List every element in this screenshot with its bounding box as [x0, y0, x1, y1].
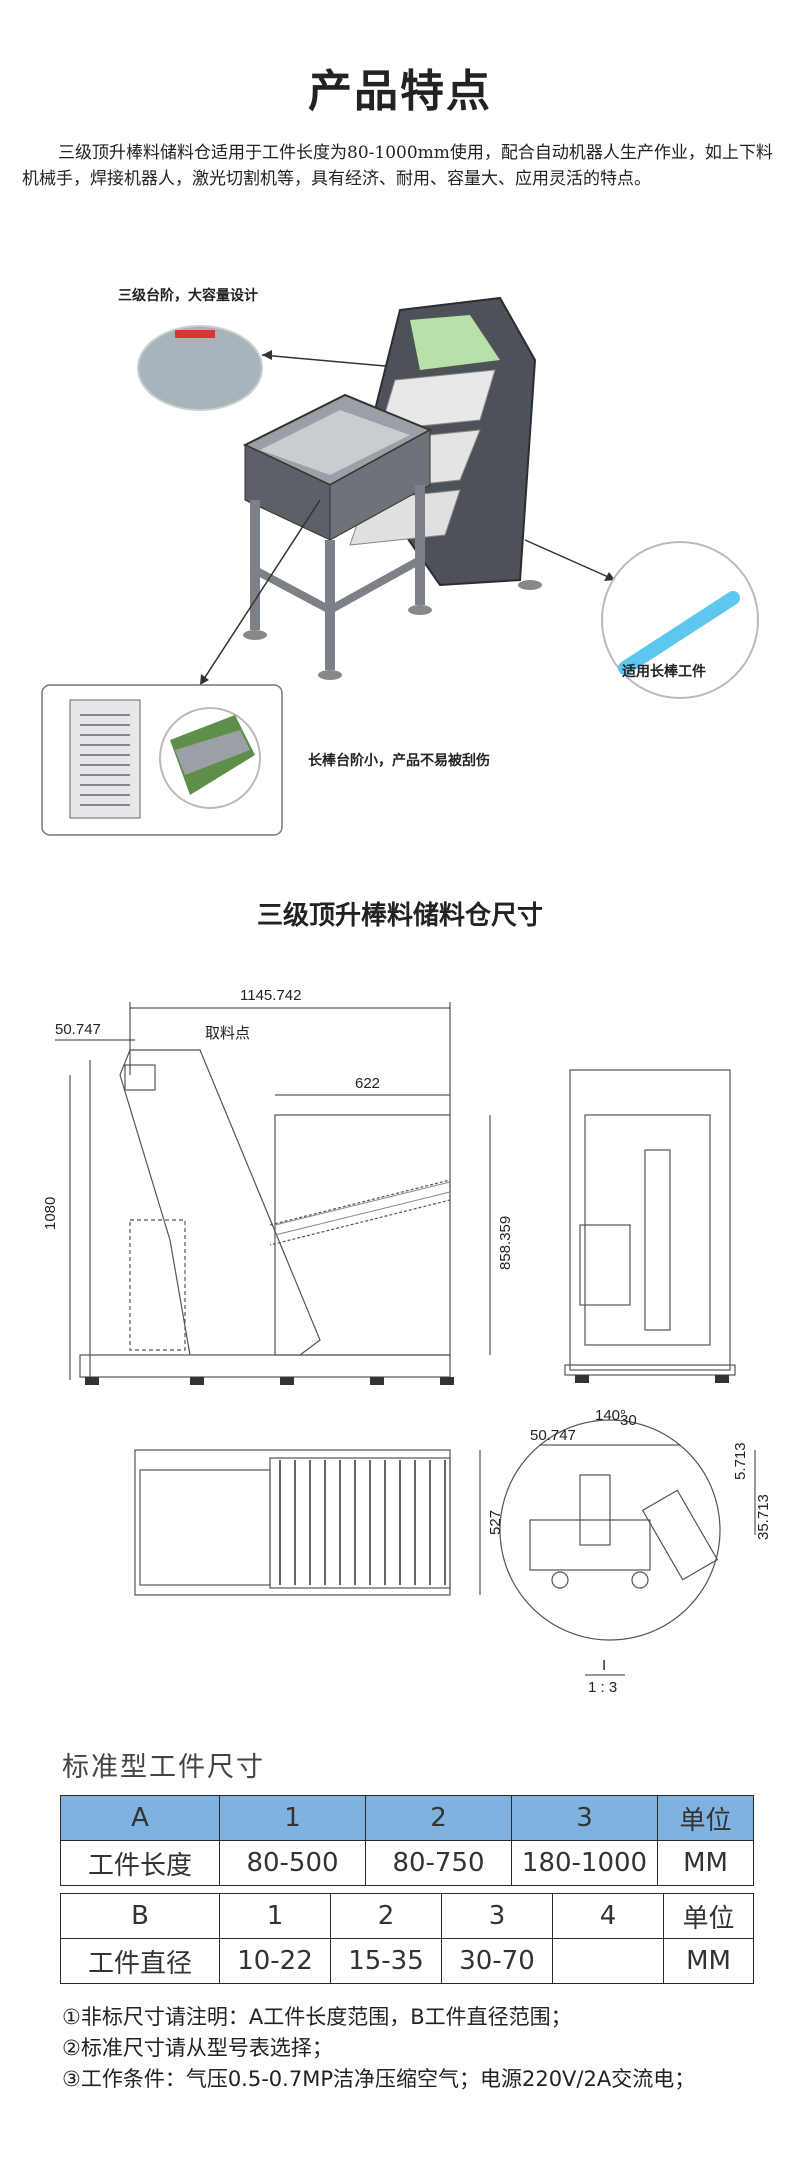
table-b-cell-1: 10-22 — [219, 1938, 331, 1984]
table-a-cell-3: 180-1000 — [511, 1840, 658, 1886]
table-b-header-1: 1 — [219, 1893, 331, 1939]
detail-dim-30: 30 — [620, 1412, 637, 1429]
spec-table-b: B 1 2 3 4 单位 工件直径 10-22 15-35 30-70 MM — [60, 1893, 754, 1984]
callout-bottom: 长棒台阶小，产品不易被刮伤 — [308, 753, 490, 769]
technical-drawing: 1145.742 50.747 取料点 622 1080 858.359 527… — [42, 987, 772, 1696]
dim-height: 1080 — [42, 1197, 59, 1230]
note-3: ③工作条件：气压0.5-0.7MP洁净压缩空气；电源220V/2A交流电； — [62, 2067, 696, 2091]
product-illustration — [41, 296, 759, 836]
table-a-header-1: 1 — [219, 1795, 366, 1841]
dim-622: 622 — [355, 1075, 380, 1092]
table-a-cell-1: 80-500 — [219, 1840, 366, 1886]
long-bar-icon — [618, 591, 740, 675]
table-b-cell-3: 30-70 — [441, 1938, 553, 1984]
dim-527: 527 — [487, 1510, 504, 1535]
detail-label: I — [602, 1657, 606, 1674]
table-a-header-unit: 单位 — [657, 1795, 754, 1841]
table-b-header-3: 3 — [441, 1893, 553, 1939]
spec-table-a: A 1 2 3 单位 工件长度 80-500 80-750 180-1000 M… — [60, 1795, 754, 1886]
detail-angle: 140° — [595, 1407, 626, 1424]
detail-scale: 1 : 3 — [588, 1679, 617, 1696]
table-a-cell-2: 80-750 — [365, 1840, 512, 1886]
page-title: 产品特点 — [308, 66, 492, 117]
section-title-dimensions: 三级顶升棒料储料仓尺寸 — [256, 901, 543, 931]
table-b-header-unit: 单位 — [663, 1893, 754, 1939]
callout-top: 三级台阶，大容量设计 — [118, 288, 258, 304]
note-1: ①非标尺寸请注明：A工件长度范围，B工件直径范围； — [62, 2005, 572, 2029]
detail-dim-50: 50.747 — [530, 1427, 576, 1444]
table-b-cell-2: 15-35 — [330, 1938, 442, 1984]
detail-circle-top — [137, 325, 263, 411]
table-b-header-4: 4 — [552, 1893, 664, 1939]
notes: ①非标尺寸请注明：A工件长度范围，B工件直径范围； ②标准尺寸请从型号表选择； … — [62, 2002, 695, 2095]
note-2: ②标准尺寸请从型号表选择； — [62, 2036, 333, 2060]
dim-overall-width: 1145.742 — [240, 987, 301, 1004]
intro-paragraph: 三级顶升棒料储料仓适用于工件长度为80-1000mm使用，配合自动机器人生产作业… — [22, 143, 773, 189]
pick-point-label: 取料点 — [205, 1024, 250, 1042]
table-a-cell-unit: MM — [657, 1840, 754, 1886]
table-b-cell-4 — [552, 1938, 664, 1984]
table-a-header-0: A — [60, 1795, 220, 1841]
dim-858: 858.359 — [497, 1216, 514, 1270]
table-a-header-3: 3 — [511, 1795, 658, 1841]
spec-heading: 标准型工件尺寸 — [62, 1752, 265, 1783]
table-b-header-2: 2 — [330, 1893, 442, 1939]
detail-dim-35: 35.713 — [755, 1494, 772, 1540]
dim-offset: 50.747 — [55, 1021, 101, 1038]
table-b-cell-0: 工件直径 — [60, 1938, 220, 1984]
callout-right: 适用长棒工件 — [622, 664, 706, 680]
detail-dim-5: 5.713 — [732, 1442, 749, 1480]
table-b-header-0: B — [60, 1893, 220, 1939]
table-a-cell-0: 工件长度 — [60, 1840, 220, 1886]
table-a-header-2: 2 — [365, 1795, 512, 1841]
table-b-cell-unit: MM — [663, 1938, 754, 1984]
